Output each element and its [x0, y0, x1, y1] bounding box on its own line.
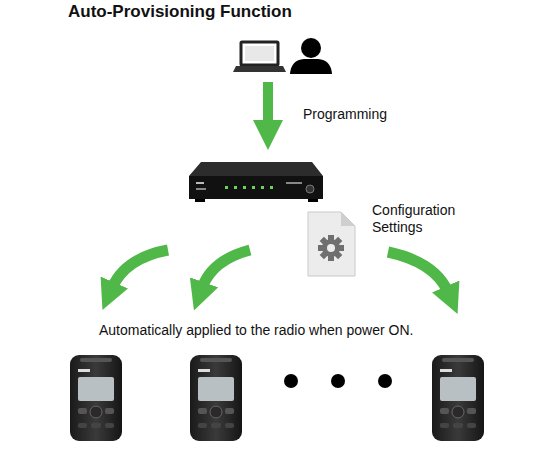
radio-icon [70, 355, 122, 441]
annotation-label: Programming [303, 106, 423, 123]
config-file-node: Configuration Settings [305, 202, 495, 278]
distribution-arrow [388, 252, 448, 292]
node-heading: Configuration Settings [372, 202, 472, 236]
radio-icon [190, 355, 242, 441]
annotation-label: Automatically applied to the radio when … [99, 322, 519, 339]
diagram-title: Auto-Provisioning Function [68, 2, 292, 22]
controller-device [189, 162, 323, 202]
person-icon [290, 38, 332, 74]
file-icon [305, 202, 360, 278]
radio-icon [432, 355, 484, 441]
ellipsis-dots [284, 374, 392, 388]
file-sheet [308, 212, 355, 276]
distribution-arrow [202, 250, 250, 288]
laptop-icon [233, 42, 286, 72]
gear-symbol [318, 235, 344, 261]
programming-arrow [263, 82, 273, 126]
distribution-arrow [112, 250, 168, 288]
file-fold [341, 212, 355, 226]
